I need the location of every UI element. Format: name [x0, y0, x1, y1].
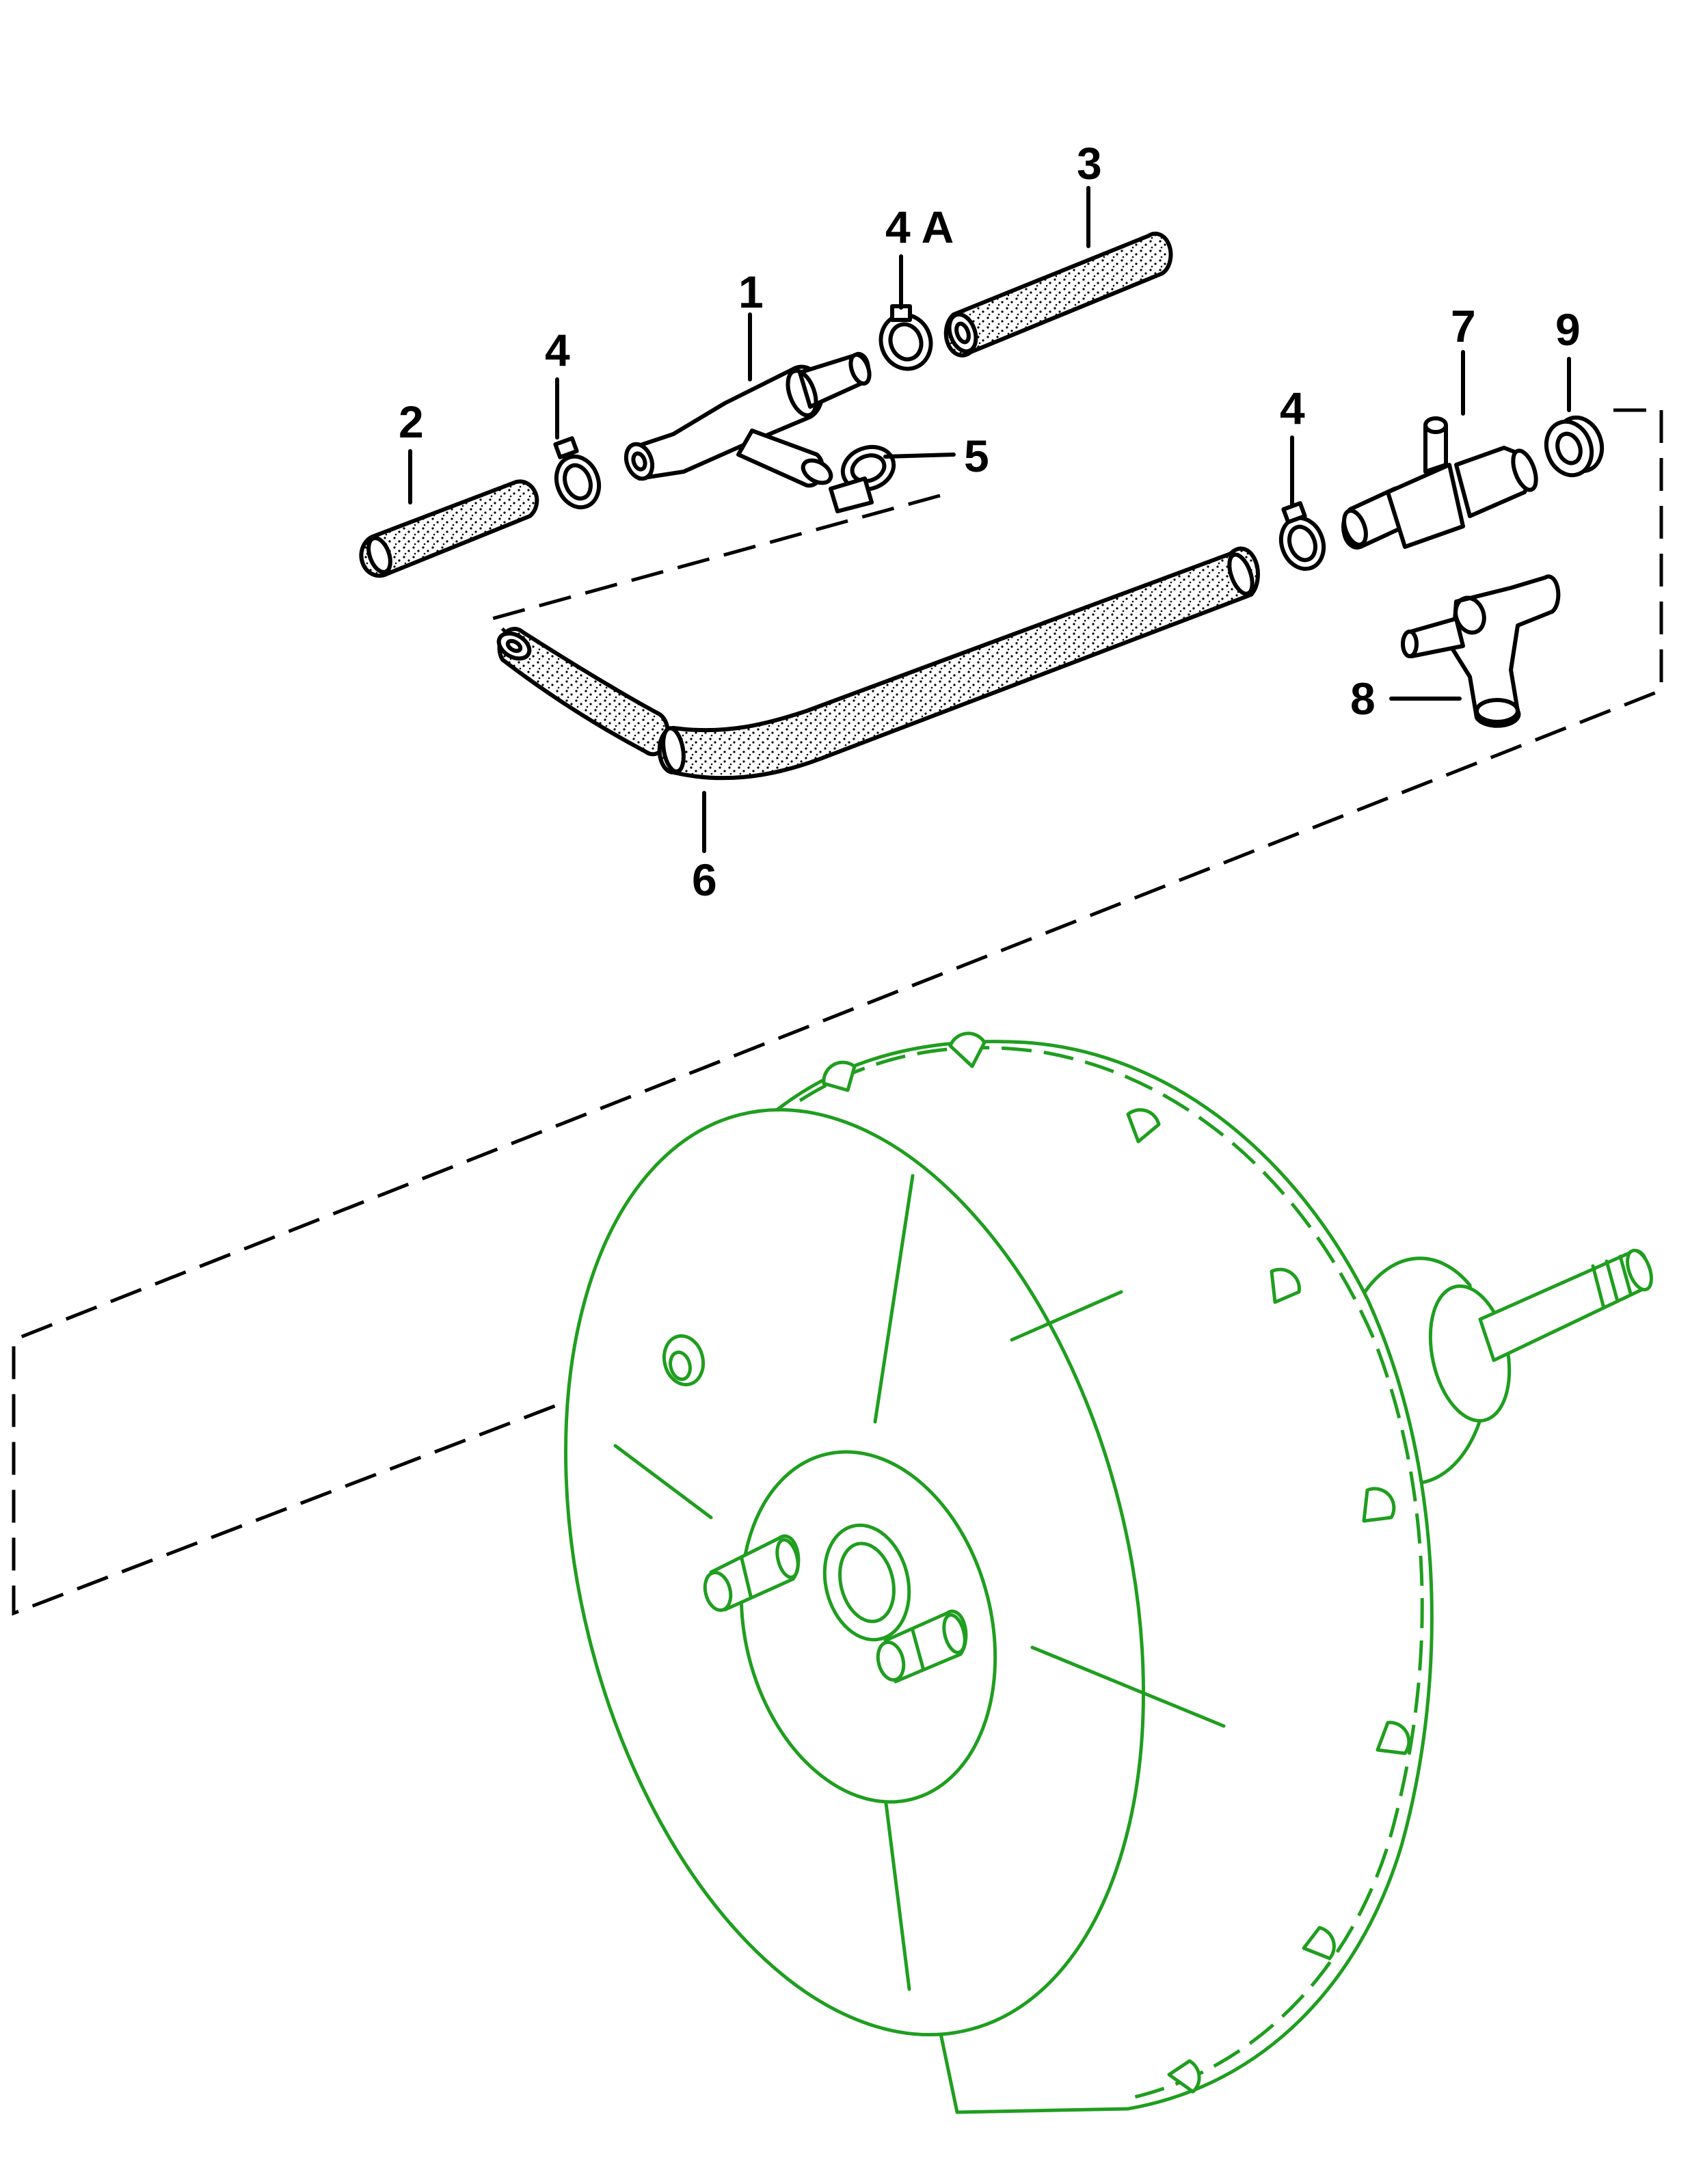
- callout-5: 5: [964, 431, 989, 481]
- callout-labels: 1 2 3 4 4 A 4 5 6 7 8 9: [399, 138, 1581, 905]
- grommet-part-9: [1544, 415, 1605, 478]
- callout-3: 3: [1077, 138, 1102, 189]
- brake-booster: [564, 1032, 1653, 2114]
- check-valve-part-7: [1341, 416, 1538, 550]
- seam-tabs: [822, 1032, 1411, 2094]
- elbow-valve-part-8: [1401, 574, 1561, 728]
- callout-9: 9: [1555, 304, 1581, 355]
- mounting-studs: [703, 1534, 968, 1684]
- hose-part-6: [496, 546, 1260, 781]
- clamp-part-4a: [878, 304, 933, 371]
- callout-6: 6: [692, 854, 717, 905]
- callout-2: 2: [399, 396, 424, 447]
- hose-part-3: [943, 231, 1173, 358]
- callout-4-right: 4: [1280, 383, 1305, 433]
- callout-4-left: 4: [545, 325, 570, 375]
- dashed-routing-lines: [12, 408, 1663, 1616]
- leader-lines: [408, 186, 1571, 853]
- t-piece-part-1: [623, 351, 872, 488]
- callout-7: 7: [1451, 301, 1476, 351]
- clamp-part-4-left: [553, 436, 602, 510]
- callout-4a: 4 A: [885, 202, 954, 252]
- shell-ribs: [613, 1174, 1226, 1991]
- clamp-part-5: [829, 444, 896, 513]
- callout-1: 1: [738, 267, 764, 317]
- hose-part-2: [359, 479, 539, 578]
- callout-8: 8: [1350, 673, 1376, 724]
- clamp-part-4-right: [1278, 501, 1326, 571]
